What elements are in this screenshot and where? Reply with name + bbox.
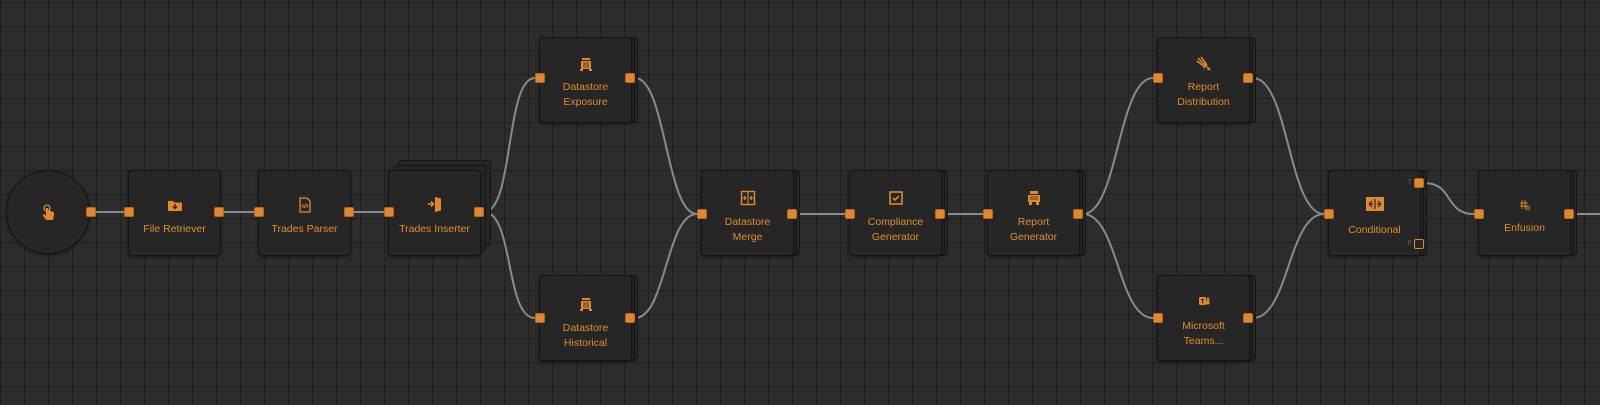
input-port[interactable] [535, 73, 545, 83]
node-datastore-exposure[interactable]: Datastore Exposure [539, 37, 632, 123]
node-report-distribution[interactable]: Report Distribution [1157, 37, 1250, 123]
true-port-label: T [1408, 180, 1412, 186]
folder-download-icon [167, 201, 182, 211]
edge-trades-inserter-to-datastore-exposure[interactable] [483, 77, 536, 213]
node-label: Conditional [1348, 224, 1401, 236]
false-output-port[interactable] [1414, 239, 1424, 249]
door-enter-icon [427, 197, 441, 212]
edge-report-generator-to-report-distribution[interactable] [1082, 77, 1154, 215]
input-port[interactable] [1153, 73, 1163, 83]
output-port[interactable] [474, 207, 484, 217]
node-label: Trades Inserter [399, 223, 470, 235]
merge-icon [740, 190, 755, 206]
code-file-icon [298, 197, 311, 213]
input-port[interactable] [845, 209, 855, 219]
node-label: Report Distribution [1177, 81, 1230, 108]
edge-report-generator-to-microsoft-teams[interactable] [1082, 213, 1154, 319]
hand-pointer-icon [42, 204, 54, 220]
node-label: Enfusion [1504, 222, 1545, 234]
node-compliance-generator[interactable]: Compliance Generator [849, 170, 942, 256]
node-label: Microsoft Teams... [1182, 320, 1225, 347]
input-port[interactable] [124, 207, 134, 217]
node-label: Datastore Exposure [562, 81, 609, 108]
node-conditional[interactable]: Conditional T F [1328, 170, 1421, 256]
node-enfusion[interactable]: Enfusion [1478, 170, 1571, 256]
input-port[interactable] [384, 207, 394, 217]
edge-datastore-historical-to-datastore-merge[interactable] [634, 213, 698, 319]
split-arrows-icon [1365, 197, 1384, 211]
edge-microsoft-teams-to-conditional[interactable] [1252, 213, 1325, 319]
output-port[interactable] [1243, 73, 1253, 83]
report-machine-icon [1027, 191, 1040, 205]
output-port[interactable] [344, 207, 354, 217]
output-port[interactable] [625, 73, 635, 83]
node-trades-parser[interactable]: Trades Parser [258, 170, 351, 256]
edge-datastore-exposure-to-datastore-merge[interactable] [634, 77, 698, 215]
input-port[interactable] [1324, 209, 1334, 219]
node-microsoft-teams[interactable]: Microsoft Teams... [1157, 275, 1250, 361]
datastore-icon [579, 298, 592, 311]
trigger-output-port[interactable] [86, 207, 96, 217]
node-label: Compliance Generator [867, 216, 924, 243]
node-datastore-merge[interactable]: Datastore Merge [701, 170, 794, 256]
input-port[interactable] [1474, 209, 1484, 219]
teams-icon [1198, 297, 1209, 305]
output-port[interactable] [1564, 209, 1574, 219]
input-port[interactable] [983, 209, 993, 219]
false-port-label: F [1408, 241, 1412, 247]
checkbox-icon [888, 191, 903, 205]
output-port[interactable] [625, 313, 635, 323]
output-port[interactable] [1073, 209, 1083, 219]
input-port[interactable] [1153, 313, 1163, 323]
enfusion-icon [1519, 200, 1530, 211]
datastore-icon [579, 58, 592, 71]
true-output-port[interactable] [1414, 178, 1424, 188]
node-report-generator[interactable]: Report Generator [987, 170, 1080, 256]
output-port[interactable] [787, 209, 797, 219]
node-label: Report Generator [1009, 216, 1058, 243]
output-port[interactable] [214, 207, 224, 217]
trigger-node[interactable] [6, 170, 90, 254]
node-file-retriever[interactable]: File Retriever [128, 170, 221, 256]
input-port[interactable] [254, 207, 264, 217]
input-port[interactable] [535, 313, 545, 323]
output-port[interactable] [1243, 313, 1253, 323]
edge-trades-inserter-to-datastore-historical[interactable] [483, 211, 536, 319]
node-label: Trades Parser [271, 223, 338, 235]
node-label: Datastore Merge [724, 216, 771, 243]
node-label: Datastore Historical [562, 322, 609, 349]
edge-conditional-to-enfusion[interactable] [1423, 182, 1475, 215]
output-port[interactable] [935, 209, 945, 219]
node-trades-inserter[interactable]: Trades Inserter [388, 170, 481, 256]
edge-report-distribution-to-conditional[interactable] [1252, 77, 1325, 215]
input-port[interactable] [697, 209, 707, 219]
node-label: File Retriever [143, 223, 206, 235]
arrows-spread-icon [1196, 56, 1211, 71]
node-datastore-historical[interactable]: Datastore Historical [539, 275, 632, 361]
